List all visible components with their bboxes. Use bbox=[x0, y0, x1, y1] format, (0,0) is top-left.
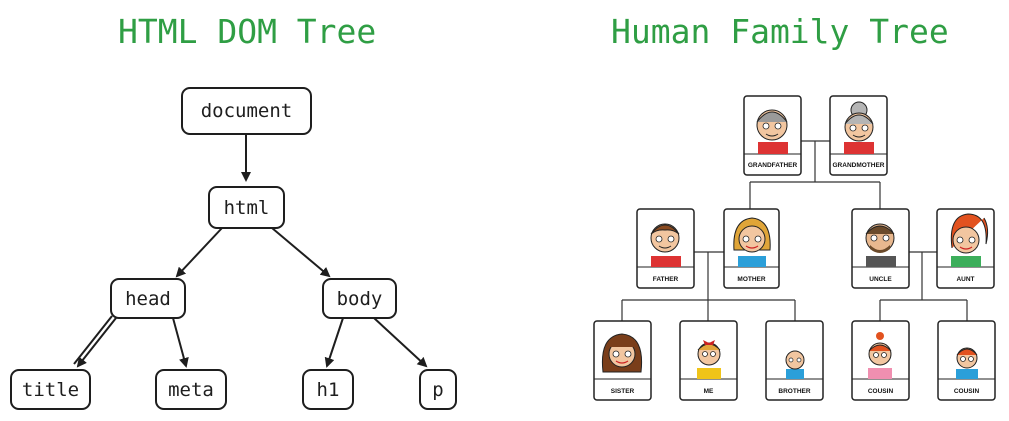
edge-head-title bbox=[76, 317, 117, 368]
edge-body-h1 bbox=[324, 317, 344, 368]
edge-head-meta bbox=[172, 317, 189, 368]
card-cousin-2: COUSIN bbox=[937, 320, 996, 401]
card-cousin-1-label: COUSIN bbox=[868, 388, 894, 395]
card-brother: BROTHER bbox=[765, 320, 824, 401]
grandfather-portrait bbox=[756, 109, 788, 154]
dom-node-html-label: html bbox=[224, 197, 270, 219]
card-me: ME bbox=[679, 320, 738, 401]
card-cousin-1: COUSIN bbox=[851, 320, 910, 401]
card-uncle: UNCLE bbox=[851, 208, 910, 289]
dom-node-document: document bbox=[181, 87, 312, 135]
dom-node-p-label: p bbox=[432, 379, 443, 401]
card-grandfather-label: GRANDFATHER bbox=[748, 162, 798, 169]
card-grandfather: GRANDFATHER bbox=[743, 95, 802, 176]
brother-portrait bbox=[785, 350, 805, 379]
sister-portrait bbox=[601, 333, 643, 373]
edge-html-head bbox=[175, 227, 223, 278]
card-sister-label: SISTER bbox=[611, 388, 635, 395]
mother-portrait bbox=[733, 217, 771, 267]
card-aunt-label: AUNT bbox=[956, 276, 974, 283]
dom-tree-title: HTML DOM Tree bbox=[118, 12, 377, 51]
dom-node-title: title bbox=[10, 369, 91, 410]
family-connectors bbox=[621, 140, 968, 321]
card-cousin-2-label: COUSIN bbox=[954, 388, 980, 395]
dom-node-document-label: document bbox=[201, 100, 293, 122]
dom-node-head-label: head bbox=[125, 288, 171, 310]
card-sister: SISTER bbox=[593, 320, 652, 401]
dom-node-h1: h1 bbox=[302, 369, 354, 410]
card-mother: MOTHER bbox=[723, 208, 780, 289]
card-me-label: ME bbox=[704, 388, 714, 395]
card-brother-label: BROTHER bbox=[778, 388, 810, 395]
edge-html-body bbox=[271, 227, 331, 278]
card-father: FATHER bbox=[636, 208, 695, 289]
card-aunt: AUNT bbox=[936, 208, 995, 289]
dom-node-body-label: body bbox=[337, 288, 383, 310]
uncle-portrait bbox=[865, 223, 896, 267]
dom-node-h1-label: h1 bbox=[317, 379, 340, 401]
father-portrait bbox=[650, 223, 681, 267]
card-father-label: FATHER bbox=[653, 276, 679, 283]
edge-head-title-sketch bbox=[73, 315, 113, 365]
cousin-1-portrait bbox=[868, 332, 892, 379]
me-portrait bbox=[697, 340, 721, 379]
card-uncle-label: UNCLE bbox=[869, 276, 892, 283]
dom-node-meta-label: meta bbox=[168, 379, 214, 401]
dom-node-title-label: title bbox=[22, 379, 79, 401]
dom-node-head: head bbox=[110, 278, 186, 319]
family-tree-title: Human Family Tree bbox=[611, 12, 949, 51]
card-mother-label: MOTHER bbox=[737, 276, 765, 283]
dom-node-meta: meta bbox=[155, 369, 227, 410]
dom-node-body: body bbox=[322, 278, 397, 319]
grandmother-portrait bbox=[844, 101, 874, 154]
card-grandmother: GRANDMOTHER bbox=[829, 95, 888, 176]
card-grandmother-label: GRANDMOTHER bbox=[833, 162, 885, 169]
cousin-2-portrait bbox=[956, 347, 978, 379]
edge-body-p bbox=[373, 317, 428, 368]
dom-node-p: p bbox=[419, 369, 457, 410]
dom-edges bbox=[73, 134, 428, 368]
dom-node-html: html bbox=[208, 186, 285, 229]
aunt-portrait bbox=[950, 213, 989, 267]
